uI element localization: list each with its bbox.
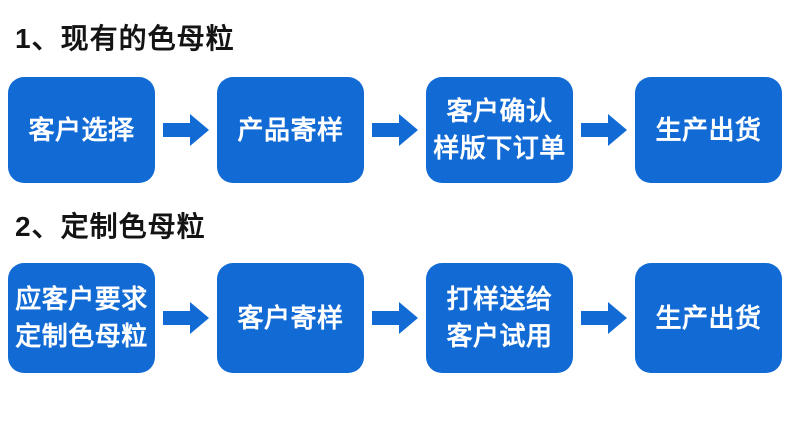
step-label: 生产出货: [655, 114, 762, 145]
flow-title-existing: 1、现有的色母粒: [15, 23, 235, 54]
flow-steps-row-existing: 客户选择 产品寄样 客户确认 样版下订单 生产出货: [0, 77, 790, 183]
flow-existing-masterbatch: 1、现有的色母粒 客户选择 产品寄样 客户确认 样版下订单 生产出货: [0, 0, 790, 183]
arrow-right-icon: [581, 302, 627, 334]
flow-steps-row-custom: 应客户要求 定制色母粒 客户寄样 打样送给 客户试用 生产出货: [0, 263, 790, 373]
step-label: 应客户要求 定制色母粒: [15, 284, 148, 351]
arrow-right-icon: [372, 114, 418, 146]
arrow-right-icon: [581, 114, 627, 146]
step-label: 打样送给 客户试用: [446, 284, 553, 351]
step-box-customer-sample: 客户寄样: [217, 263, 364, 373]
flow-custom-masterbatch: 2、定制色母粒 应客户要求 定制色母粒 客户寄样 打样送给 客户试用 生产出货: [0, 183, 790, 373]
step-label: 客户寄样: [237, 302, 344, 333]
arrow-right-icon: [372, 302, 418, 334]
step-label: 产品寄样: [237, 114, 344, 145]
step-box-proof-trial: 打样送给 客户试用: [426, 263, 573, 373]
step-label: 客户确认 样版下订单: [433, 96, 566, 163]
step-box-production-shipment: 生产出货: [635, 77, 782, 183]
step-box-product-sample: 产品寄样: [217, 77, 364, 183]
arrow-right-icon: [163, 302, 209, 334]
step-label: 生产出货: [655, 302, 762, 333]
step-label: 客户选择: [28, 114, 135, 145]
step-box-custom-request: 应客户要求 定制色母粒: [8, 263, 155, 373]
flow-title-custom: 2、定制色母粒: [15, 211, 206, 242]
step-box-confirm-order: 客户确认 样版下订单: [426, 77, 573, 183]
step-box-customer-select: 客户选择: [8, 77, 155, 183]
arrow-right-icon: [163, 114, 209, 146]
step-box-production-shipment: 生产出货: [635, 263, 782, 373]
